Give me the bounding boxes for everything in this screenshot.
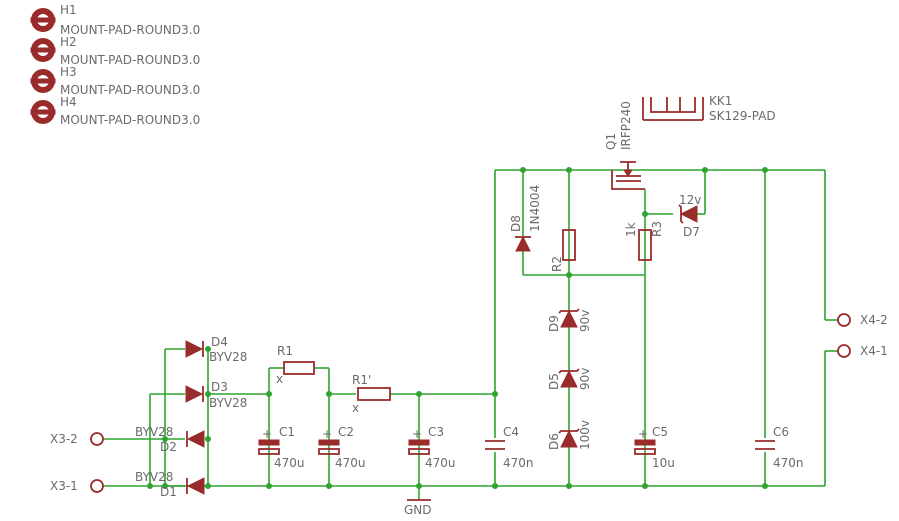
d8-ref: D8 xyxy=(509,215,523,232)
x3-1-label: X3-1 xyxy=(50,479,78,493)
kk1-ref: KK1 xyxy=(709,94,732,108)
c4-value: 470n xyxy=(503,456,534,470)
resistor-r3: 1k R3 xyxy=(624,221,664,261)
x4-1-label: X4-1 xyxy=(860,344,888,358)
zener-d9: D9 90v xyxy=(547,308,592,332)
d7-value: 12v xyxy=(679,193,701,207)
d1-value: BYV28 xyxy=(135,470,173,484)
d4-ref: D4 xyxy=(211,335,228,349)
connector-x4-2: X4-2 xyxy=(837,313,888,327)
q1-value: IRFP240 xyxy=(619,101,633,150)
capacitor-c4: C4 470n xyxy=(485,425,534,470)
zener-d7: 12v D7 xyxy=(678,193,701,239)
d2-value: BYV28 xyxy=(135,425,173,439)
c1-plus: + xyxy=(262,427,272,441)
r1-prime-ref: R1' xyxy=(352,373,371,387)
diode-d3: D3 BYV28 xyxy=(185,380,247,410)
h4-value: MOUNT-PAD-ROUND3.0 xyxy=(60,113,200,127)
r2-ref: R2 xyxy=(550,256,564,272)
mount-pad-h1: H1 MOUNT-PAD-ROUND3.0 xyxy=(30,3,200,37)
heatsink-kk1: KK1 SK129-PAD xyxy=(642,94,776,123)
resistor-r1-prime: R1' x xyxy=(352,373,391,415)
d6-value: 100v xyxy=(578,420,592,450)
c1-ref: C1 xyxy=(279,425,295,439)
d4-value: BYV28 xyxy=(209,350,247,364)
r1-value: x xyxy=(276,372,283,386)
c6-ref: C6 xyxy=(773,425,789,439)
h3-ref: H3 xyxy=(60,65,77,79)
h2-ref: H2 xyxy=(60,35,77,49)
x4-2-label: X4-2 xyxy=(860,313,888,327)
d2-ref: D2 xyxy=(160,440,177,454)
c2-plus: + xyxy=(322,427,332,441)
h3-value: MOUNT-PAD-ROUND3.0 xyxy=(60,83,200,97)
diode-d2: BYV28 D2 xyxy=(135,425,205,454)
diode-d8: D8 1N4004 xyxy=(509,185,542,252)
connector-x3-2: X3-2 xyxy=(50,432,104,446)
x3-2-label: X3-2 xyxy=(50,432,78,446)
d5-value: 90v xyxy=(578,368,592,390)
d9-value: 90v xyxy=(578,310,592,332)
connector-x3-1: X3-1 xyxy=(50,479,104,493)
h2-value: MOUNT-PAD-ROUND3.0 xyxy=(60,53,200,67)
c1-value: 470u xyxy=(274,456,305,470)
resistor-r1: R1 x xyxy=(276,344,315,386)
capacitor-c1: + C1 470u xyxy=(258,425,305,470)
d7-ref: D7 xyxy=(683,225,700,239)
h1-ref: H1 xyxy=(60,3,77,17)
c4-ref: C4 xyxy=(503,425,519,439)
resistor-r2: R2 xyxy=(550,229,576,272)
r1-prime-value: x xyxy=(352,401,359,415)
r3-value: 1k xyxy=(624,222,638,237)
c5-ref: C5 xyxy=(652,425,668,439)
c3-value: 470u xyxy=(425,456,456,470)
zener-d6: D6 100v xyxy=(547,420,592,450)
c3-plus: + xyxy=(412,427,422,441)
diode-d4: D4 BYV28 xyxy=(185,335,247,364)
mount-pad-h2: H2 MOUNT-PAD-ROUND3.0 xyxy=(30,35,200,67)
wires xyxy=(103,169,838,500)
connector-x4-1: X4-1 xyxy=(837,344,888,358)
c2-ref: C2 xyxy=(338,425,354,439)
d9-ref: D9 xyxy=(547,315,561,332)
h4-ref: H4 xyxy=(60,95,77,109)
r1-ref: R1 xyxy=(277,344,293,358)
d1-ref: D1 xyxy=(160,485,177,499)
capacitor-c5: + C5 10u xyxy=(634,425,675,470)
junctions xyxy=(147,167,768,489)
zener-d5: D5 90v xyxy=(547,368,592,390)
mount-pad-h3: H3 MOUNT-PAD-ROUND3.0 xyxy=(30,65,200,97)
diode-d1: BYV28 D1 xyxy=(135,470,205,499)
mount-pad-h4: H4 MOUNT-PAD-ROUND3.0 xyxy=(30,95,200,127)
r3-ref: R3 xyxy=(650,221,664,237)
d6-ref: D6 xyxy=(547,433,561,450)
kk1-value: SK129-PAD xyxy=(709,109,776,123)
d3-ref: D3 xyxy=(211,380,228,394)
capacitor-c6: C6 470n xyxy=(755,425,804,470)
q1-ref: Q1 xyxy=(604,133,618,150)
c5-plus: + xyxy=(638,427,648,441)
d3-value: BYV28 xyxy=(209,396,247,410)
gnd-symbol: GND xyxy=(404,499,432,517)
c5-value: 10u xyxy=(652,456,675,470)
c6-value: 470n xyxy=(773,456,804,470)
c2-value: 470u xyxy=(335,456,366,470)
capacitor-c3: + C3 470u xyxy=(408,425,456,470)
h1-value: MOUNT-PAD-ROUND3.0 xyxy=(60,23,200,37)
d8-value: 1N4004 xyxy=(528,185,542,232)
mosfet-q1: Q1 IRFP240 xyxy=(604,101,645,190)
c3-ref: C3 xyxy=(428,425,444,439)
capacitor-c2: + C2 470u xyxy=(318,425,366,470)
gnd-label: GND xyxy=(404,503,432,517)
d5-ref: D5 xyxy=(547,373,561,390)
